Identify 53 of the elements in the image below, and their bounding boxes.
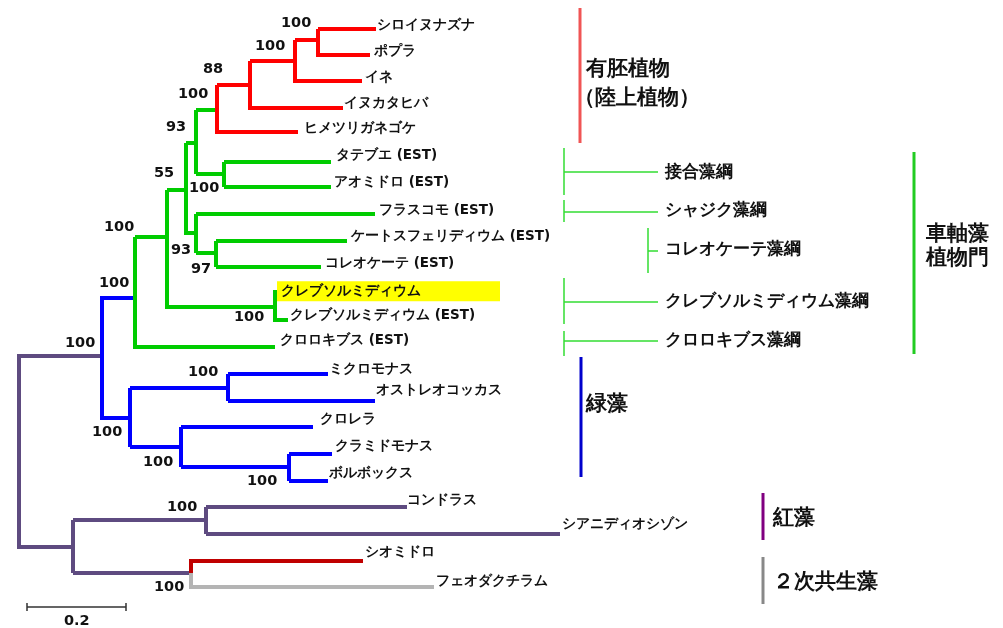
group-label: 緑藻 [586, 390, 628, 416]
taxon-label: ポプラ [374, 43, 416, 59]
taxon-label: ヒメツリガネゴケ [304, 120, 416, 136]
highlighted-taxon-label: クレブソルミディウム [277, 281, 500, 301]
bootstrap-value: 100 [154, 577, 185, 595]
group-label: 紅藻 [773, 504, 815, 530]
bootstrap-value: 100 [104, 217, 135, 235]
taxon-label: ボルボックス [329, 465, 413, 481]
bootstrap-value: 88 [203, 59, 224, 77]
bootstrap-value: 100 [99, 273, 130, 291]
taxon-label: シロイヌナズナ [377, 17, 475, 33]
taxon-label: アオミドロ (EST) [334, 174, 450, 190]
bootstrap-value: 100 [247, 471, 278, 489]
class-label: コレオケーテ藻綱 [665, 239, 801, 259]
taxon-label: シアニディオシゾン [562, 516, 688, 532]
class-label: クレブソルミディウム藻綱 [665, 291, 869, 311]
taxon-label: クレブソルミディウム (EST) [290, 307, 476, 323]
bootstrap-value: 100 [65, 333, 96, 351]
class-label: 接合藻綱 [665, 162, 733, 182]
taxon-label: クロロキブス (EST) [280, 332, 410, 348]
taxon-label: タテブエ (EST) [336, 147, 438, 163]
group-label: 車軸藻植物門 [926, 220, 989, 270]
taxon-label: コレオケーテ (EST) [325, 255, 455, 271]
bootstrap-value: 100 [92, 422, 123, 440]
taxon-label: オストレオコッカス [376, 382, 502, 398]
bootstrap-value: 100 [281, 13, 312, 31]
bootstrap-value: 100 [178, 84, 209, 102]
bootstrap-value: 93 [171, 240, 192, 258]
bootstrap-value: 100 [143, 452, 174, 470]
taxon-label: フラスコモ (EST) [379, 202, 495, 218]
bootstrap-value: 97 [191, 259, 212, 277]
group-label: （陸上植物） [574, 84, 700, 110]
taxon-label: コンドラス [407, 492, 477, 508]
group-label: 有胚植物 [586, 55, 670, 81]
bootstrap-value: 55 [154, 163, 175, 181]
class-label: シャジク藻綱 [665, 200, 767, 220]
bootstrap-value: 93 [166, 117, 187, 135]
taxon-label: フェオダクチラム [436, 573, 548, 589]
class-label: クロロキブス藻綱 [665, 330, 801, 350]
taxon-label: イネ [365, 69, 393, 85]
bootstrap-value: 100 [255, 36, 286, 54]
taxon-label: クロレラ [320, 411, 376, 427]
taxon-label: クラミドモナス [335, 438, 433, 454]
taxon-label: ミクロモナス [329, 361, 413, 377]
bootstrap-value: 100 [189, 178, 220, 196]
taxon-label: ケートスフェリディウム (EST) [351, 228, 551, 244]
bootstrap-value: 100 [188, 362, 219, 380]
scale-value: 0.2 [64, 611, 90, 628]
group-label: ２次共生藻 [773, 568, 878, 594]
taxon-label: シオミドロ [365, 544, 435, 560]
bootstrap-value: 100 [234, 307, 265, 325]
bootstrap-value: 100 [167, 497, 198, 515]
taxon-label: イヌカタヒバ [344, 95, 428, 111]
